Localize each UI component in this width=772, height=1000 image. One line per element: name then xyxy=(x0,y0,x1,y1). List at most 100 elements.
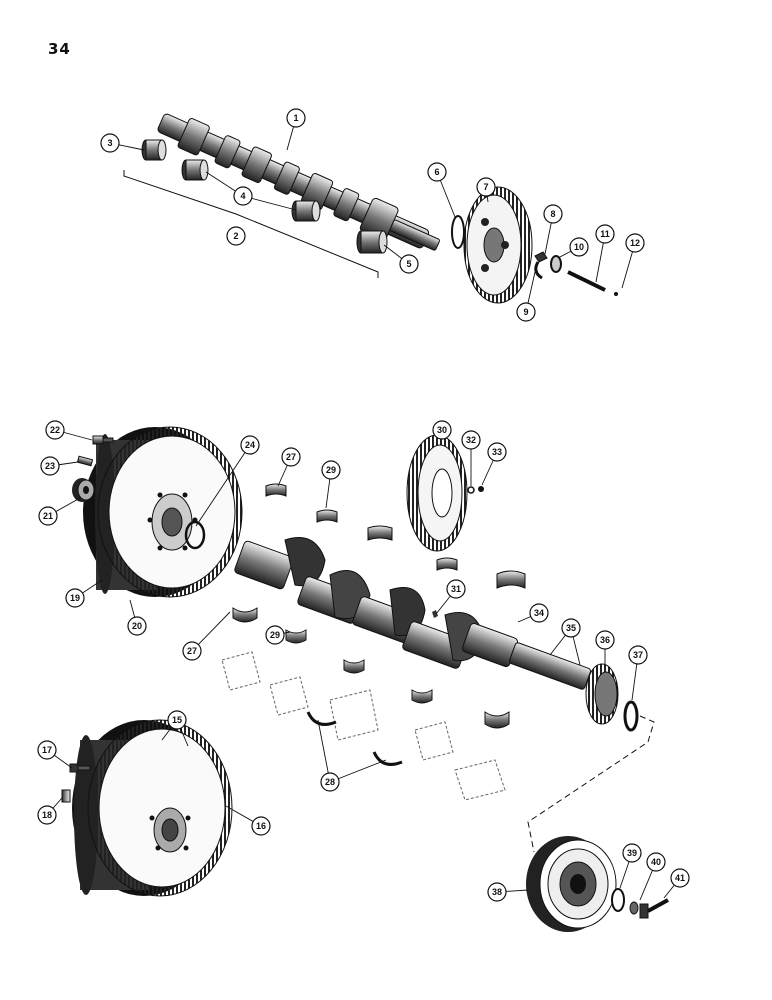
main-bearing-caps xyxy=(221,607,510,801)
callout-label-seal: 37 xyxy=(633,650,643,660)
callout-label-flywheel: 16 xyxy=(256,821,266,831)
dashed-leader xyxy=(527,715,655,853)
callout-label-flywheel: 19 xyxy=(70,593,80,603)
thrust-plate xyxy=(451,215,465,249)
callout-label-bolt: 17 xyxy=(42,745,52,755)
bolt-17 xyxy=(69,763,91,773)
washer-39 xyxy=(611,888,625,912)
callout-label-bolt: 41 xyxy=(675,873,685,883)
callout-label-camshaft-bushing: 3 xyxy=(107,138,112,148)
callout-circle xyxy=(321,460,341,480)
callout-label-main-bearing: 27 xyxy=(286,452,296,462)
callout-circle xyxy=(595,224,615,244)
camshaft-bushing-4b xyxy=(291,200,321,222)
washer xyxy=(550,255,562,273)
flywheel-upper xyxy=(83,426,243,598)
callout-circle xyxy=(40,456,60,476)
callout-label-camshaft-bushing: 4 xyxy=(240,191,245,201)
callout-label-thrust-plate: 6 xyxy=(434,167,439,177)
callout-circle xyxy=(646,852,666,872)
callout-label-key: 35 xyxy=(566,623,576,633)
callout-circle xyxy=(446,579,466,599)
callout-circle xyxy=(251,816,271,836)
callout-label-camshaft-gear: 7 xyxy=(483,182,488,192)
callout-label-crankshaft: 34 xyxy=(534,608,544,618)
callout-label-washer: 40 xyxy=(651,857,661,867)
callout-label-bolt: 22 xyxy=(50,425,60,435)
screw-33 xyxy=(478,486,484,492)
callout-label-pin: 12 xyxy=(630,238,640,248)
callout-circle xyxy=(625,233,645,253)
callout-circle xyxy=(286,108,306,128)
camshaft-gear xyxy=(463,186,533,304)
callout-circle xyxy=(38,506,58,526)
main-bearing-shells xyxy=(265,483,526,589)
callout-circle xyxy=(670,868,690,888)
callout-label-crankshaft-gear: 30 xyxy=(437,425,447,435)
camshaft xyxy=(157,113,440,251)
callout-circle xyxy=(487,442,507,462)
callout-circle xyxy=(487,882,507,902)
callout-label-washer: 10 xyxy=(574,242,584,252)
thrust-washers xyxy=(306,711,403,766)
bolt-22 xyxy=(92,435,114,445)
washer-40 xyxy=(629,901,639,915)
callout-circle xyxy=(320,772,340,792)
callout-label-camshaft: 1 xyxy=(293,113,298,123)
dowel-23 xyxy=(76,455,94,467)
callout-circle xyxy=(65,588,85,608)
key xyxy=(534,251,548,263)
callout-circle xyxy=(476,177,496,197)
callout-circle xyxy=(569,237,589,257)
callout-label-camshaft-bushing: 5 xyxy=(406,259,411,269)
callout-circle xyxy=(37,805,57,825)
callout-circle xyxy=(461,430,481,450)
seal-24 xyxy=(184,520,206,550)
callout-circle xyxy=(432,420,452,440)
washer-32 xyxy=(467,486,475,494)
callout-label-main-bearing: 27 xyxy=(187,646,197,656)
callout-label-ring-gear: 15 xyxy=(172,715,182,725)
lock xyxy=(534,261,543,280)
callout-circle xyxy=(240,435,260,455)
callout-label-bearing: 21 xyxy=(43,511,53,521)
callout-circle xyxy=(427,162,447,182)
callout-label-bushing-set: 2 xyxy=(233,231,238,241)
callout-circle xyxy=(182,641,202,661)
callout-circle xyxy=(595,630,615,650)
crankshaft xyxy=(234,537,592,690)
seal-37 xyxy=(623,700,639,732)
bushing-set-bracket xyxy=(123,170,379,278)
callout-circle xyxy=(233,186,253,206)
bearing-21 xyxy=(72,478,95,502)
pin xyxy=(614,292,618,296)
callout-label-ring-gear: 20 xyxy=(132,621,142,631)
callout-circle xyxy=(167,710,187,730)
callout-circle xyxy=(226,226,246,246)
callout-label-washer: 32 xyxy=(466,435,476,445)
callout-leader xyxy=(317,719,331,783)
callout-circle xyxy=(265,625,285,645)
callout-label-seal: 24 xyxy=(245,440,255,450)
callout-circle xyxy=(100,133,120,153)
callout-label-main-bearing: 29 xyxy=(326,465,336,475)
callout-circle xyxy=(622,843,642,863)
bolt xyxy=(567,270,606,292)
plug-31 xyxy=(432,610,438,618)
crankshaft-gear-36 xyxy=(585,663,619,725)
callout-circle xyxy=(516,302,536,322)
callout-label-key: 8 xyxy=(550,209,555,219)
damper-pulley xyxy=(526,836,617,932)
callout-circle xyxy=(399,254,419,274)
page-number: 34 xyxy=(48,40,71,58)
bolt-18 xyxy=(61,789,71,803)
callout-label-lock: 9 xyxy=(523,307,528,317)
callout-circle xyxy=(45,420,65,440)
callout-circle xyxy=(561,618,581,638)
callout-label-bolt: 18 xyxy=(42,810,52,820)
callout-circle xyxy=(529,603,549,623)
callout-circle xyxy=(281,447,301,467)
camshaft-bushing-5 xyxy=(356,230,388,254)
camshaft-group xyxy=(123,113,618,304)
